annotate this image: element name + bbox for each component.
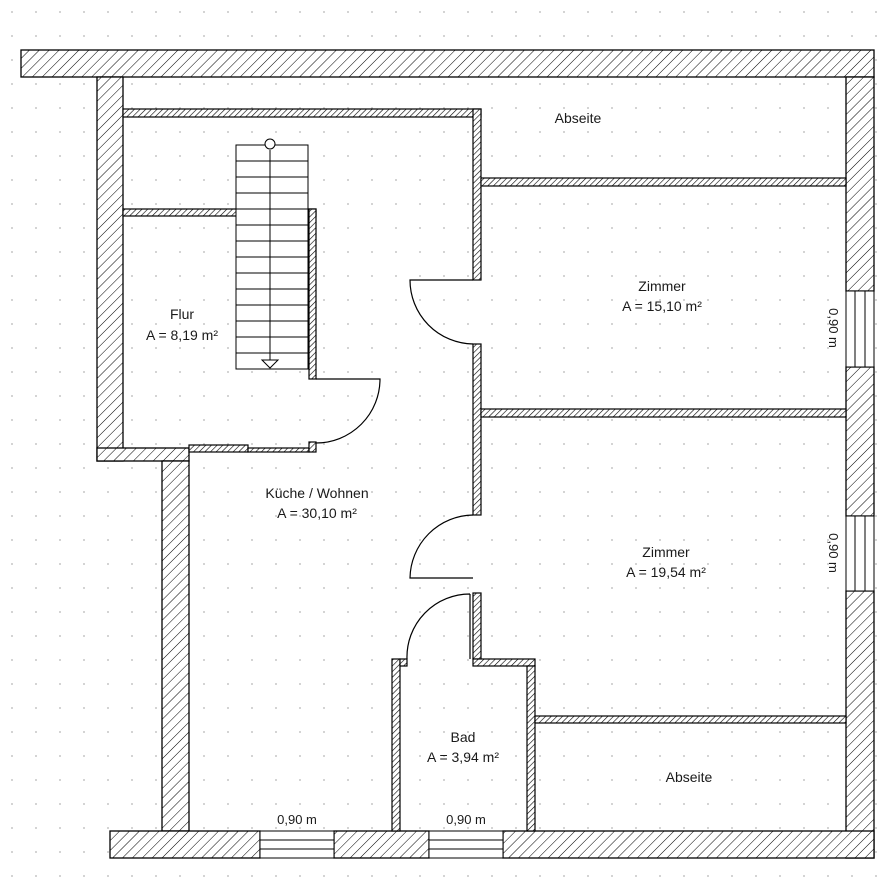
room-area-kueche: A = 30,10 m² (277, 505, 357, 521)
window-dim-right-lower: 0,90 m (826, 533, 841, 573)
room-label-kueche: Küche / Wohnen (265, 485, 368, 501)
room-label-abseite-top: Abseite (555, 110, 602, 126)
window-bottom-right (428, 830, 504, 859)
windows (259, 290, 875, 859)
window-right-upper (845, 290, 875, 368)
window-bottom-left (259, 830, 335, 859)
room-area-zimmer-1: A = 15,10 m² (622, 298, 702, 314)
window-dim-bottom-right: 0,90 m (446, 812, 486, 827)
grid-dots (11, 11, 877, 877)
staircase (235, 138, 309, 370)
window-dim-bottom-left: 0,90 m (277, 812, 317, 827)
door-bad (406, 593, 471, 660)
door-zimmer1 (409, 279, 474, 345)
room-area-bad: A = 3,94 m² (427, 749, 499, 765)
room-label-abseite-bottom: Abseite (666, 769, 713, 785)
window-dim-right-upper: 0,90 m (826, 308, 841, 348)
room-label-zimmer-2: Zimmer (642, 544, 690, 560)
door-zimmer2 (409, 514, 474, 579)
window-right-lower (845, 515, 875, 592)
room-label-flur: Flur (170, 306, 194, 322)
room-label-zimmer-1: Zimmer (638, 278, 686, 294)
room-label-bad: Bad (451, 729, 476, 745)
door-flur (315, 378, 381, 444)
room-area-flur: A = 8,19 m² (146, 327, 218, 343)
exterior-walls (20, 49, 875, 859)
room-area-zimmer-2: A = 19,54 m² (626, 564, 706, 580)
doors (315, 279, 474, 660)
interior-walls (122, 108, 847, 832)
